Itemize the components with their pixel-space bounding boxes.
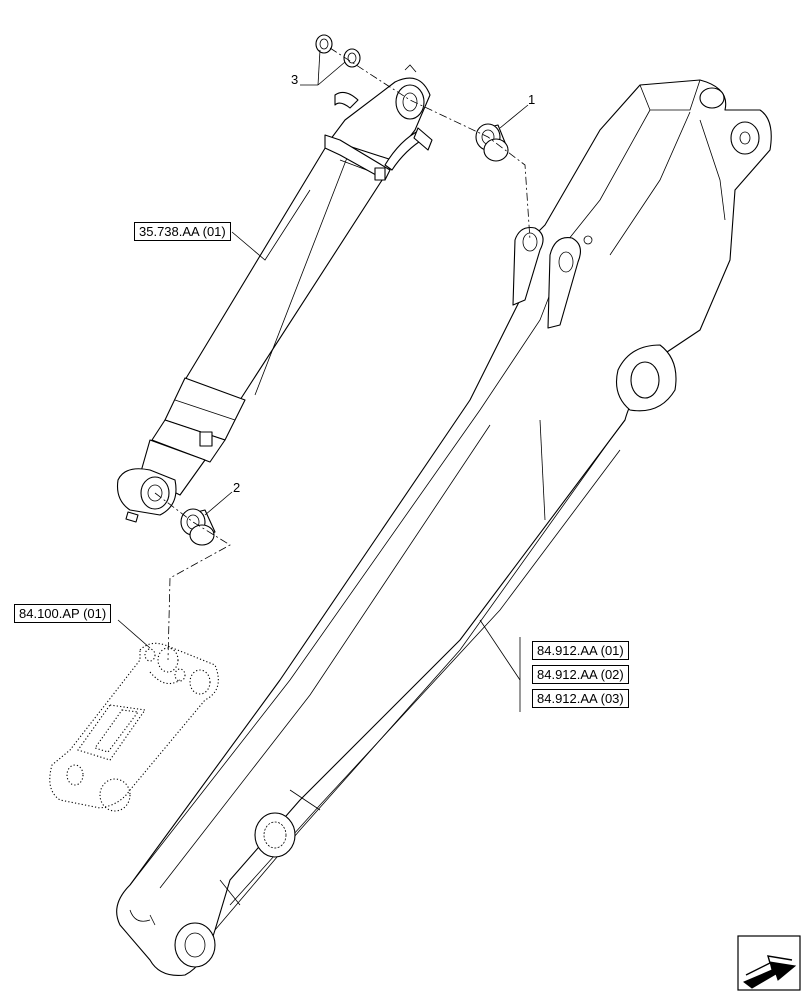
bushing-2 <box>180 508 216 546</box>
hydraulic-cylinder <box>116 64 433 523</box>
callout-3: 3 <box>291 72 299 87</box>
boom-arm <box>116 79 772 976</box>
ref-boom-3[interactable]: 84.912.AA (03) <box>532 689 629 708</box>
bushing-1 <box>475 123 509 162</box>
callout-1: 1 <box>528 92 536 107</box>
ref-boom-1[interactable]: 84.912.AA (01) <box>532 641 629 660</box>
callout-2: 2 <box>233 480 241 495</box>
leader-lines <box>117 49 529 712</box>
washers <box>315 34 361 68</box>
alignment-lines <box>154 47 531 661</box>
arrow-icon[interactable] <box>737 935 801 991</box>
ref-cylinder[interactable]: 35.738.AA (01) <box>134 222 231 241</box>
linkage <box>49 642 219 812</box>
ref-boom-2[interactable]: 84.912.AA (02) <box>532 665 629 684</box>
ref-linkage[interactable]: 84.100.AP (01) <box>14 604 112 623</box>
